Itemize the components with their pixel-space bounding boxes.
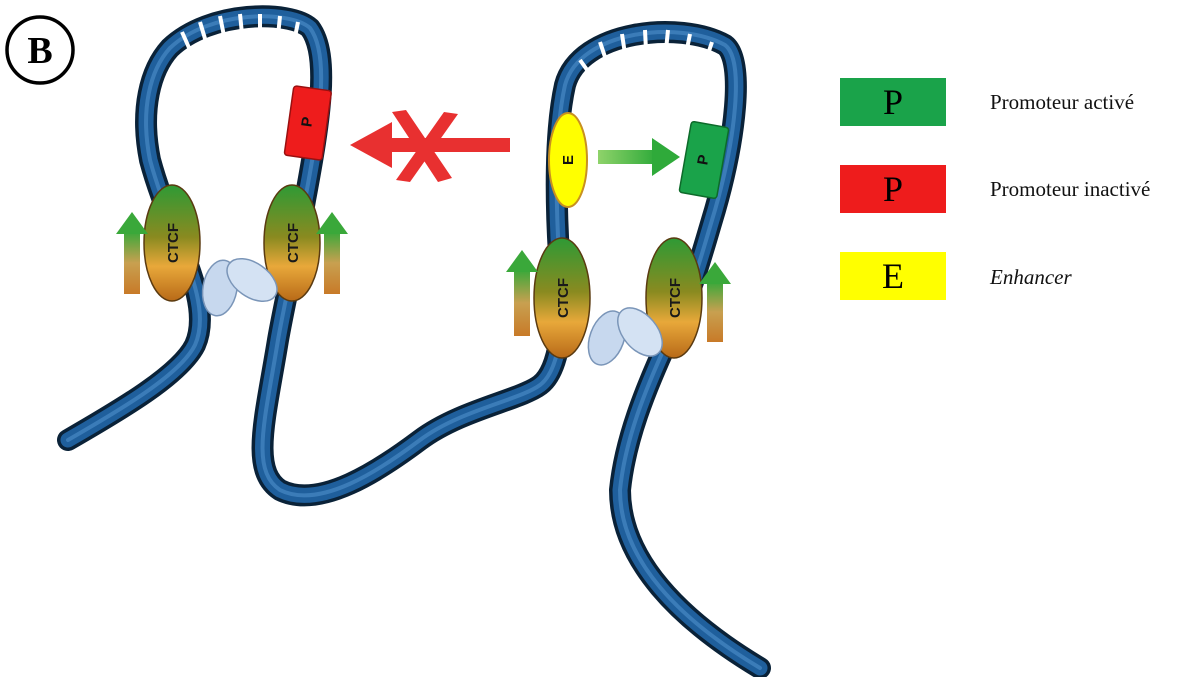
legend-symbol: E	[882, 258, 904, 294]
legend-symbol: P	[883, 171, 903, 207]
legend-label-promoter-inactive: Promoteur inactivé	[990, 177, 1150, 202]
legend-swatch-enhancer: E	[840, 252, 946, 300]
legend-swatch-promoter-inactive: P	[840, 165, 946, 213]
ctcf-label: CTCF	[555, 278, 572, 318]
legend-swatch-promoter-active: P	[840, 78, 946, 126]
ctcf-right-a: CTCF	[534, 238, 590, 358]
ctcf-label: CTCF	[285, 223, 302, 263]
legend-label-promoter-active: Promoteur activé	[990, 90, 1134, 115]
ctcf-orientation-arrow	[506, 250, 538, 336]
panel-letter: B	[27, 30, 52, 72]
blocked-interaction-arrow	[350, 110, 510, 182]
legend-symbol: P	[883, 84, 903, 120]
legend-label-enhancer: Enhancer	[990, 265, 1072, 290]
ctcf-label: CTCF	[667, 278, 684, 318]
activation-arrow	[598, 138, 680, 176]
ctcf-left-a: CTCF	[144, 185, 200, 301]
panel-letter-badge: B	[7, 17, 73, 83]
ctcf-orientation-arrow	[116, 212, 148, 294]
enhancer: E	[549, 113, 587, 207]
ctcf-orientation-arrow	[316, 212, 348, 294]
ctcf-label: CTCF	[165, 223, 182, 263]
enhancer-label: E	[560, 155, 577, 165]
